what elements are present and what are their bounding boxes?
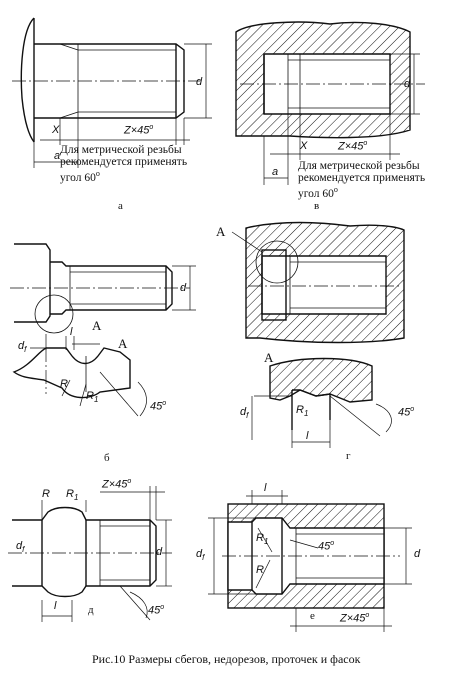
dim-r1-e: R1 xyxy=(256,532,268,546)
view-label-d: д xyxy=(88,604,94,616)
dim-z45-e-deg: o xyxy=(365,612,370,619)
view-label-b: б xyxy=(104,452,110,464)
dim-l-d: l xyxy=(54,600,57,612)
dim-x-v: X xyxy=(300,140,308,152)
dim-l-b: l xyxy=(70,326,73,338)
note-line1: Для метрической резьбы xyxy=(298,160,420,172)
dim-45-b-text: 45 xyxy=(150,400,163,413)
dim-df-b-sub: f xyxy=(24,345,27,355)
dim-z45-v-text: Z×45 xyxy=(338,140,364,153)
note-degree: o xyxy=(333,185,338,194)
dim-df-b: df xyxy=(18,340,26,354)
dim-z45-d: Z×45o xyxy=(102,478,131,491)
dim-l-g: l xyxy=(306,430,309,442)
note-line2: рекомендуется применять xyxy=(298,172,426,184)
dim-z45-a-deg: o xyxy=(149,124,154,131)
dim-z45-v: Z×45o xyxy=(338,140,367,153)
note-line2: рекомендуется применять xyxy=(60,156,188,168)
dim-a-v: a xyxy=(272,166,279,178)
dim-r1-d-sub: 1 xyxy=(73,493,79,503)
dim-r-e: R xyxy=(256,564,264,576)
dim-r1-b-text: R xyxy=(86,390,94,402)
view-g-internal-undercut xyxy=(231,221,405,448)
dim-a-a: a xyxy=(54,150,61,162)
detail-label-b-2: A xyxy=(118,336,128,351)
dim-z45-a-text: Z×45 xyxy=(124,124,150,137)
dim-45-d: 45o xyxy=(148,604,164,617)
dim-l-e: l xyxy=(264,482,267,494)
dim-r-g-text: R xyxy=(296,404,304,416)
dim-df-d-text: d xyxy=(16,540,23,552)
dim-z45-d-text: Z×45 xyxy=(102,478,128,491)
dim-r1-e-sub: 1 xyxy=(263,537,269,547)
dim-df-g-text: d xyxy=(240,406,247,418)
dim-df-e: df xyxy=(196,548,204,562)
dim-r-g: R1 xyxy=(296,404,308,418)
bolt-head-a xyxy=(20,17,35,143)
note-view-a: Для метрической резьбы рекомендуется при… xyxy=(60,144,187,184)
note-line3: угол 60o xyxy=(60,168,187,184)
view-label-v: в xyxy=(314,200,320,212)
note-view-v: Для метрической резьбы рекомендуется при… xyxy=(298,160,425,200)
dim-r-b: R xyxy=(60,378,68,390)
dim-45-d-deg: o xyxy=(160,604,165,611)
dim-df-g-sub: f xyxy=(246,411,249,421)
dim-45-e-deg: o xyxy=(330,540,335,547)
dim-z45-a: Z×45o xyxy=(124,124,153,137)
detail-label-b-1: A xyxy=(92,318,102,333)
detail-label-g-2: A xyxy=(264,350,274,365)
dim-45-g-deg: o xyxy=(410,406,415,413)
dim-45-d-text: 45 xyxy=(148,604,161,617)
dim-df-b-text: d xyxy=(18,340,25,352)
dim-45-b: 45o xyxy=(150,400,166,413)
dim-r1-e-text: R xyxy=(256,532,264,544)
view-label-g: г xyxy=(346,450,351,462)
dim-45-b-deg: o xyxy=(162,400,167,407)
dim-45-g-text: 45 xyxy=(398,406,411,419)
figure-caption: Рис.10 Размеры сбегов, недорезов, проточ… xyxy=(92,652,361,666)
dim-z45-e-text: Z×45 xyxy=(340,612,366,625)
note-degree: o xyxy=(95,169,100,178)
view-v-internal-thread xyxy=(235,21,425,185)
dim-df-e-sub: f xyxy=(202,553,205,563)
dim-45-e: 45o xyxy=(318,540,334,553)
view-label-e: е xyxy=(310,610,315,622)
detail-label-g-1: A xyxy=(216,224,226,239)
detail-circle-g xyxy=(255,240,299,284)
detail-circle-b xyxy=(34,294,74,334)
dim-z45-e: Z×45o xyxy=(340,612,369,625)
view-d-external-groove xyxy=(8,486,172,622)
dim-df-d-sub: f xyxy=(22,545,25,555)
dim-d-b: d xyxy=(180,282,187,294)
note-line3-text: угол 60 xyxy=(60,171,96,184)
dim-r1-d: R1 xyxy=(66,488,78,502)
dim-d-a: d xyxy=(196,76,203,88)
dim-45-g: 45o xyxy=(398,406,414,419)
view-b-external-undercut xyxy=(10,243,196,417)
dim-d-d: d xyxy=(156,546,163,558)
view-e-internal-groove xyxy=(208,490,412,632)
dim-r1-b-sub: 1 xyxy=(93,395,99,405)
dim-df-g: df xyxy=(240,406,248,420)
note-line3: угол 60o xyxy=(298,184,425,200)
bolt-head-b xyxy=(14,243,51,323)
dim-r-g-sub: 1 xyxy=(303,409,309,419)
view-a-external-thread xyxy=(12,17,212,168)
dim-d-v: d xyxy=(404,78,411,90)
dim-r1-b: R1 xyxy=(86,390,98,404)
dim-z45-v-deg: o xyxy=(363,140,368,147)
dim-x-a: X xyxy=(52,124,60,136)
note-line3-text: угол 60 xyxy=(298,187,334,200)
dim-df-e-text: d xyxy=(196,548,203,560)
note-line1: Для метрической резьбы xyxy=(60,144,182,156)
dim-r-d: R xyxy=(42,488,50,500)
dim-df-d: df xyxy=(16,540,24,554)
dim-45-e-text: 45 xyxy=(318,540,331,553)
view-label-a: а xyxy=(118,200,123,212)
dim-d-e: d xyxy=(414,548,421,560)
dim-z45-d-deg: o xyxy=(127,478,132,485)
dim-r1-d-text: R xyxy=(66,488,74,500)
